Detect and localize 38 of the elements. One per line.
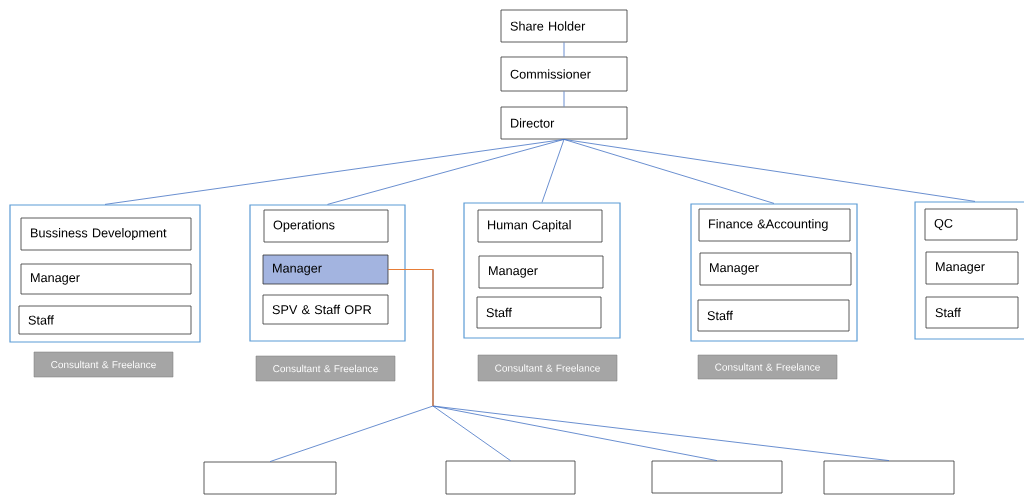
department-panel <box>463 202 621 339</box>
consultant-box: Consultant & Freelance <box>697 354 838 380</box>
department-panel <box>9 204 201 343</box>
position-box: Staff <box>476 296 602 329</box>
consultant-box: Consultant & Freelance <box>33 351 174 378</box>
position-box: Manager <box>478 255 604 289</box>
position-box: Staff <box>925 296 1019 329</box>
connector-line <box>327 139 565 205</box>
department-panel <box>249 204 406 342</box>
position-box: Operations <box>263 209 389 243</box>
position-box: Director <box>500 106 628 140</box>
position-box: SPV & Staff OPR <box>262 294 389 325</box>
position-box: QC <box>924 208 1018 241</box>
connector-line <box>563 91 565 107</box>
department-panel <box>690 203 858 342</box>
consultant-box: Consultant & Freelance <box>477 354 618 382</box>
connector-line <box>563 139 976 202</box>
outlet-box <box>651 460 783 494</box>
position-box: Manager <box>925 251 1019 285</box>
position-box: Manager <box>699 252 852 286</box>
position-box: Manager <box>262 254 389 285</box>
consultant-box: Consultant & Freelance <box>255 355 396 382</box>
position-box: Manager <box>20 263 192 295</box>
position-box: Finance &Accounting <box>698 208 851 242</box>
position-box: Human Capital <box>477 209 603 243</box>
outlet-box <box>823 460 955 495</box>
outlet-box <box>203 461 337 495</box>
connector-line <box>388 269 511 461</box>
position-box: Bussiness Development <box>20 217 192 251</box>
connector-line <box>563 139 775 204</box>
position-box: Share Holder <box>500 9 628 43</box>
connector-line <box>541 139 565 203</box>
position-box: Staff <box>18 305 192 335</box>
connector-line <box>563 42 565 57</box>
position-box: Commissioner <box>500 56 628 92</box>
outlet-box <box>445 460 576 495</box>
department-panel <box>914 201 1024 340</box>
position-box: Staff <box>697 299 850 332</box>
